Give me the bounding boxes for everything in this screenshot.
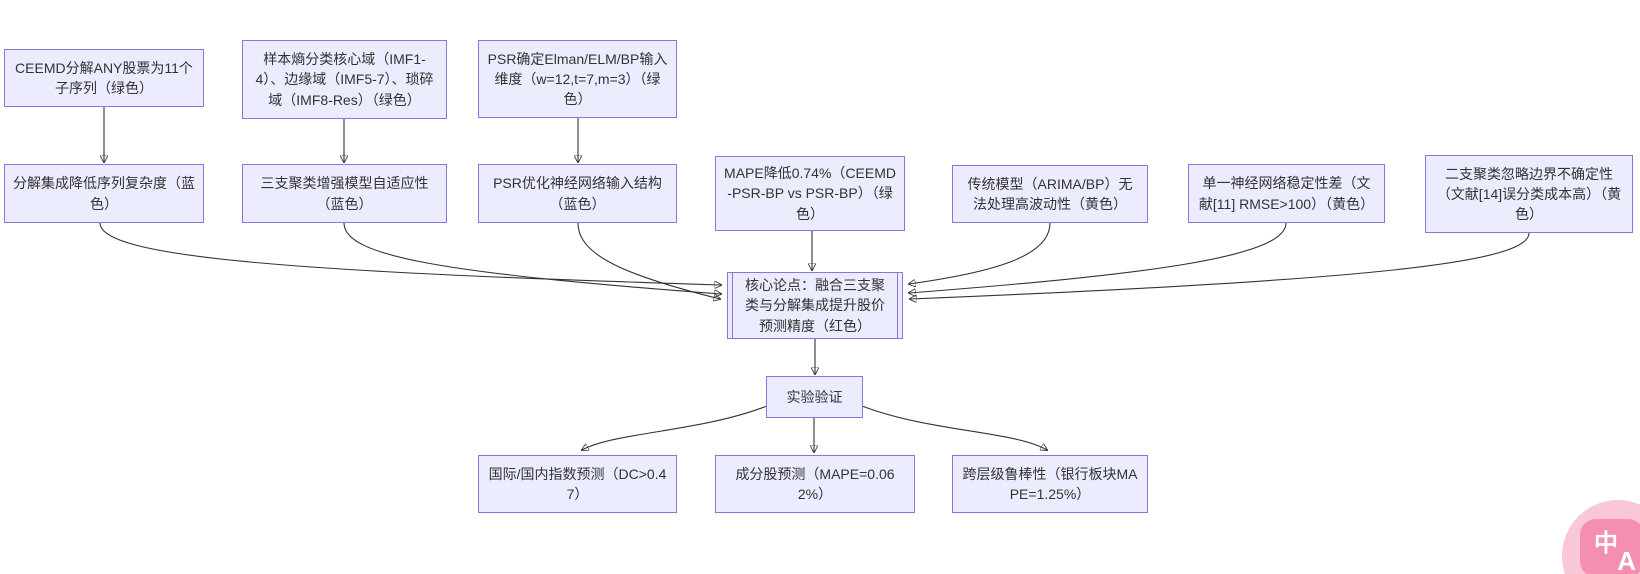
node-core-thesis: 核心论点：融合三支聚类与分解集成提升股价预测精度（红色）	[727, 272, 903, 339]
translate-en-glyph: A	[1617, 546, 1636, 574]
node-label: 实验验证	[786, 388, 843, 405]
node-psr-optimizes-input-structure: PSR优化神经网络输入结构（蓝色）	[478, 164, 677, 223]
node-label: 单一神经网络稳定性差（文献[11] RMSE>100）（黄色）	[1198, 175, 1375, 212]
node-two-way-clustering-limitation: 二支聚类忽略边界不确定性（文献[14]误分类成本高）（黄色）	[1425, 155, 1633, 233]
node-label: CEEMD分解ANY股票为11个子序列（绿色）	[15, 59, 193, 96]
edge-mid6-core	[909, 222, 1287, 293]
node-robustness-result: 跨层级鲁棒性（银行板块MAPE=1.25%）	[952, 455, 1148, 513]
edge-mid1-core	[99, 222, 721, 285]
node-three-way-clustering-adaptivity: 三支聚类增强模型自适应性（蓝色）	[242, 164, 447, 223]
node-label: PSR确定Elman/ELM/BP输入维度（w=12,t=7,m=3）（绿色）	[487, 50, 668, 108]
edge-exp-out3	[861, 405, 1047, 450]
translate-badge-button[interactable]: 中 A	[1562, 500, 1640, 574]
node-ceemd-decomposition: CEEMD分解ANY股票为11个子序列（绿色）	[4, 49, 204, 107]
node-traditional-model-limitation: 传统模型（ARIMA/BP）无法处理高波动性（黄色）	[952, 165, 1148, 223]
node-label: 成分股预测（MAPE=0.062%）	[735, 465, 895, 502]
node-label: 跨层级鲁棒性（银行板块MAPE=1.25%）	[962, 465, 1138, 502]
node-label: 国际/国内指数预测（DC>0.47）	[488, 465, 667, 502]
node-index-prediction-result: 国际/国内指数预测（DC>0.47）	[478, 455, 677, 513]
node-label: 核心论点：融合三支聚类与分解集成提升股价预测精度（红色）	[745, 277, 885, 334]
node-single-network-instability: 单一神经网络稳定性差（文献[11] RMSE>100）（黄色）	[1188, 164, 1385, 223]
node-mape-reduction: MAPE降低0.74%（CEEMD-PSR-BP vs PSR-BP）（绿色）	[715, 156, 905, 231]
edge-exp-out1	[582, 405, 768, 450]
node-experimental-validation: 实验验证	[766, 376, 863, 418]
node-sample-entropy-classification: 样本熵分类核心域（IMF1-4）、边缘域（IMF5-7）、琐碎域（IMF8-Re…	[242, 40, 447, 119]
translate-zh-glyph: 中	[1594, 530, 1618, 557]
node-psr-input-dimension: PSR确定Elman/ELM/BP输入维度（w=12,t=7,m=3）（绿色）	[478, 40, 677, 118]
edge-mid5-core	[909, 222, 1051, 284]
node-label: 分解集成降低序列复杂度（蓝色）	[13, 175, 195, 212]
node-label: 传统模型（ARIMA/BP）无法处理高波动性（黄色）	[967, 175, 1133, 212]
node-label: 样本熵分类核心域（IMF1-4）、边缘域（IMF5-7）、琐碎域（IMF8-Re…	[255, 51, 434, 108]
edge-mid2-core	[343, 222, 721, 294]
edge-mid3-core	[577, 222, 720, 299]
edge-mid7-core	[910, 232, 1530, 299]
node-label: 三支聚类增强模型自适应性（蓝色）	[260, 175, 429, 212]
node-label: MAPE降低0.74%（CEEMD-PSR-BP vs PSR-BP）（绿色）	[724, 165, 896, 222]
node-label: 二支聚类忽略边界不确定性（文献[14]误分类成本高）（黄色）	[1436, 165, 1622, 223]
node-constituent-stock-result: 成分股预测（MAPE=0.062%）	[715, 455, 915, 513]
node-decomposition-reduces-complexity: 分解集成降低序列复杂度（蓝色）	[4, 164, 204, 223]
node-label: PSR优化神经网络输入结构（蓝色）	[493, 175, 662, 212]
translate-icon: 中 A	[1580, 519, 1640, 574]
